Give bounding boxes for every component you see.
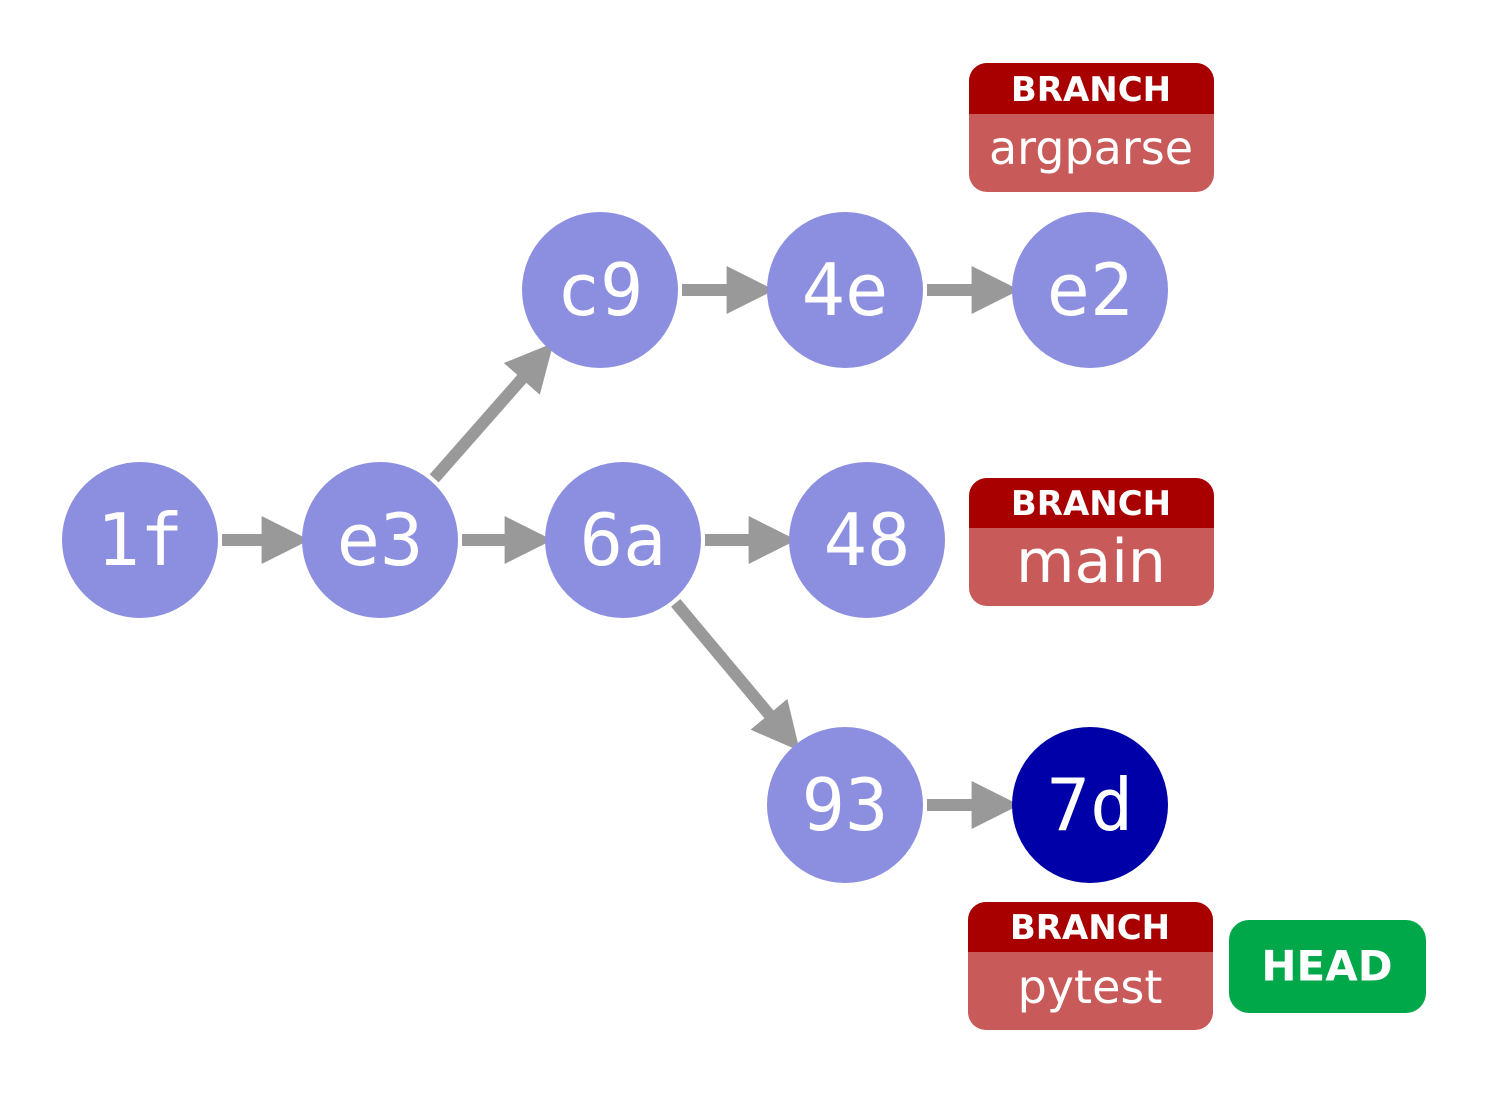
head-badge-box [1229,920,1426,1013]
branch-kind-box [968,902,1213,952]
commit-circle [789,462,945,618]
commit-node-c9[interactable]: c9 [522,212,678,368]
commit-edges [222,266,1020,829]
edge-e3-c9 [429,342,554,483]
branch-label-argparse[interactable]: BRANCH argparse [969,63,1214,192]
commit-node-7d[interactable]: 7d [1012,727,1168,883]
commit-node-93[interactable]: 93 [767,727,923,883]
commit-hash: e3 [337,498,424,582]
commit-node-1f[interactable]: 1f [62,462,218,618]
commit-hash: 7d [1047,763,1134,847]
commit-circle [767,727,923,883]
commit-circle [302,462,458,618]
commit-circle [545,462,701,618]
commit-circle [62,462,218,618]
head-badge[interactable]: HEAD [1229,920,1426,1013]
commit-node-6a[interactable]: 6a [545,462,701,618]
commit-node-e3[interactable]: e3 [302,462,458,618]
edge-6a-93 [671,599,800,752]
branch-name-text: main [1016,527,1166,597]
branch-kind-text: BRANCH [1010,908,1170,948]
branch-kind-text: BRANCH [1011,70,1171,110]
commit-node-48[interactable]: 48 [789,462,945,618]
branch-label-main[interactable]: BRANCH main [969,478,1214,606]
commit-circle [522,212,678,368]
commit-circle [1012,212,1168,368]
branch-name-text: pytest [1018,960,1163,1014]
commit-hash: 1f [97,498,184,582]
branch-kind-box [969,63,1214,114]
commit-circle [1012,727,1168,883]
commit-hash: c9 [557,248,644,332]
branch-name-text: argparse [989,121,1193,175]
branch-label-pytest[interactable]: BRANCH pytest [968,902,1213,1030]
branch-kind-text: BRANCH [1011,484,1171,524]
commit-node-e2[interactable]: e2 [1012,212,1168,368]
commit-hash: 48 [824,498,911,582]
commit-circle [767,212,923,368]
commit-hash: 93 [802,763,889,847]
commit-hash: 6a [580,498,667,582]
commit-hash: e2 [1047,248,1134,332]
commit-hash: 4e [802,248,889,332]
head-badge-text: HEAD [1261,942,1392,991]
commit-node-4e[interactable]: 4e [767,212,923,368]
branch-kind-box [969,478,1214,528]
